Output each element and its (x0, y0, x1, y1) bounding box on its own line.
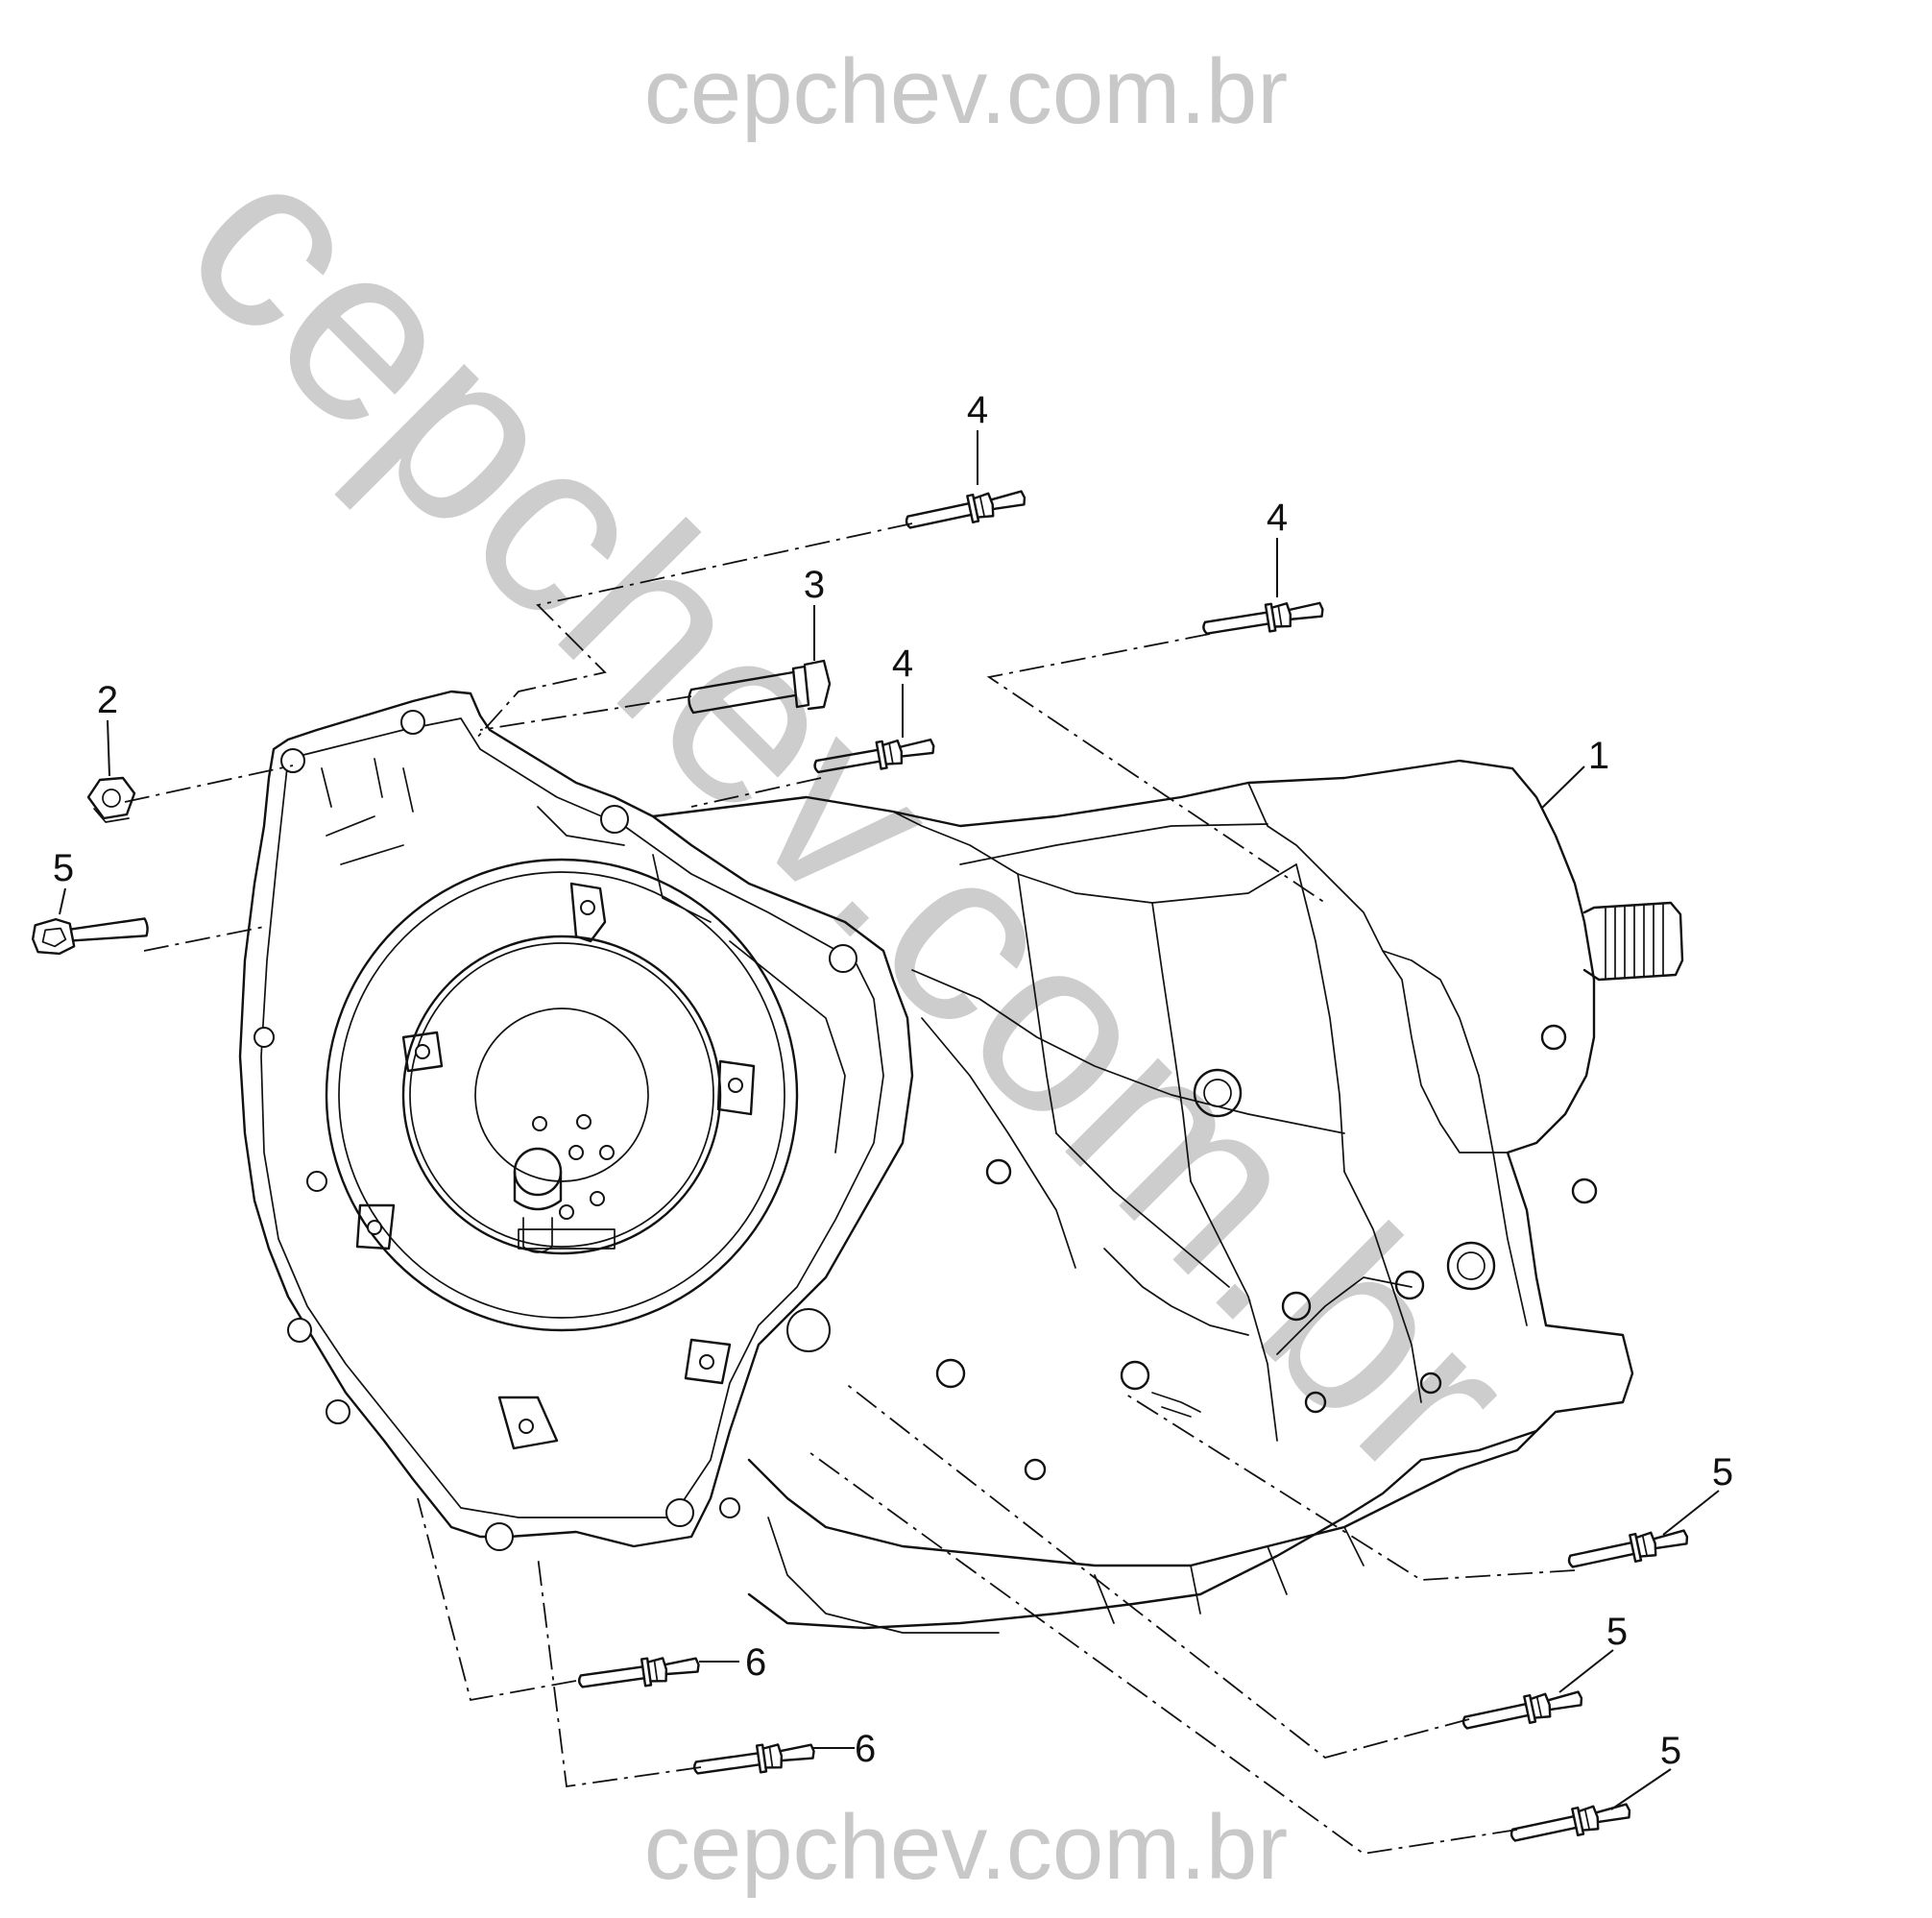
bolt-6-lower[interactable] (691, 1736, 817, 1783)
callout-1: 1 (1588, 735, 1609, 777)
callout-5-left: 5 (53, 847, 74, 889)
transmission-assembly (238, 690, 1684, 1634)
bolt-6-upper[interactable] (576, 1650, 702, 1696)
bolt-4-top[interactable] (903, 483, 1029, 538)
bolt-5-right-b[interactable] (1460, 1684, 1586, 1738)
callout-6-lower: 6 (855, 1728, 876, 1770)
callout-6-upper: 6 (745, 1641, 766, 1684)
watermark-bottom: cepchev.com.br (644, 1796, 1289, 1899)
bolt-path-lines (124, 522, 1576, 1855)
nut-2[interactable] (86, 776, 136, 823)
bolt-5-left[interactable] (30, 909, 151, 958)
callout-3: 3 (804, 564, 825, 606)
leader-lines (59, 430, 1720, 1810)
watermark-diagonal: cepchev.com.br (134, 101, 1565, 1532)
callout-5-right-b: 5 (1606, 1611, 1628, 1653)
watermark-top: cepchev.com.br (644, 40, 1289, 143)
bolt-5-right-a[interactable] (1565, 1522, 1692, 1577)
callout-4-top: 4 (967, 389, 988, 431)
callout-2: 2 (97, 679, 118, 721)
callout-5-right-a: 5 (1712, 1451, 1733, 1493)
callout-5-right-c: 5 (1660, 1730, 1681, 1772)
bolt-4-right[interactable] (1200, 595, 1326, 643)
callout-4-middle: 4 (892, 643, 913, 685)
bolt-5-right-c[interactable] (1508, 1796, 1634, 1851)
bolt-3[interactable] (688, 659, 832, 715)
callout-4-right: 4 (1267, 497, 1288, 539)
